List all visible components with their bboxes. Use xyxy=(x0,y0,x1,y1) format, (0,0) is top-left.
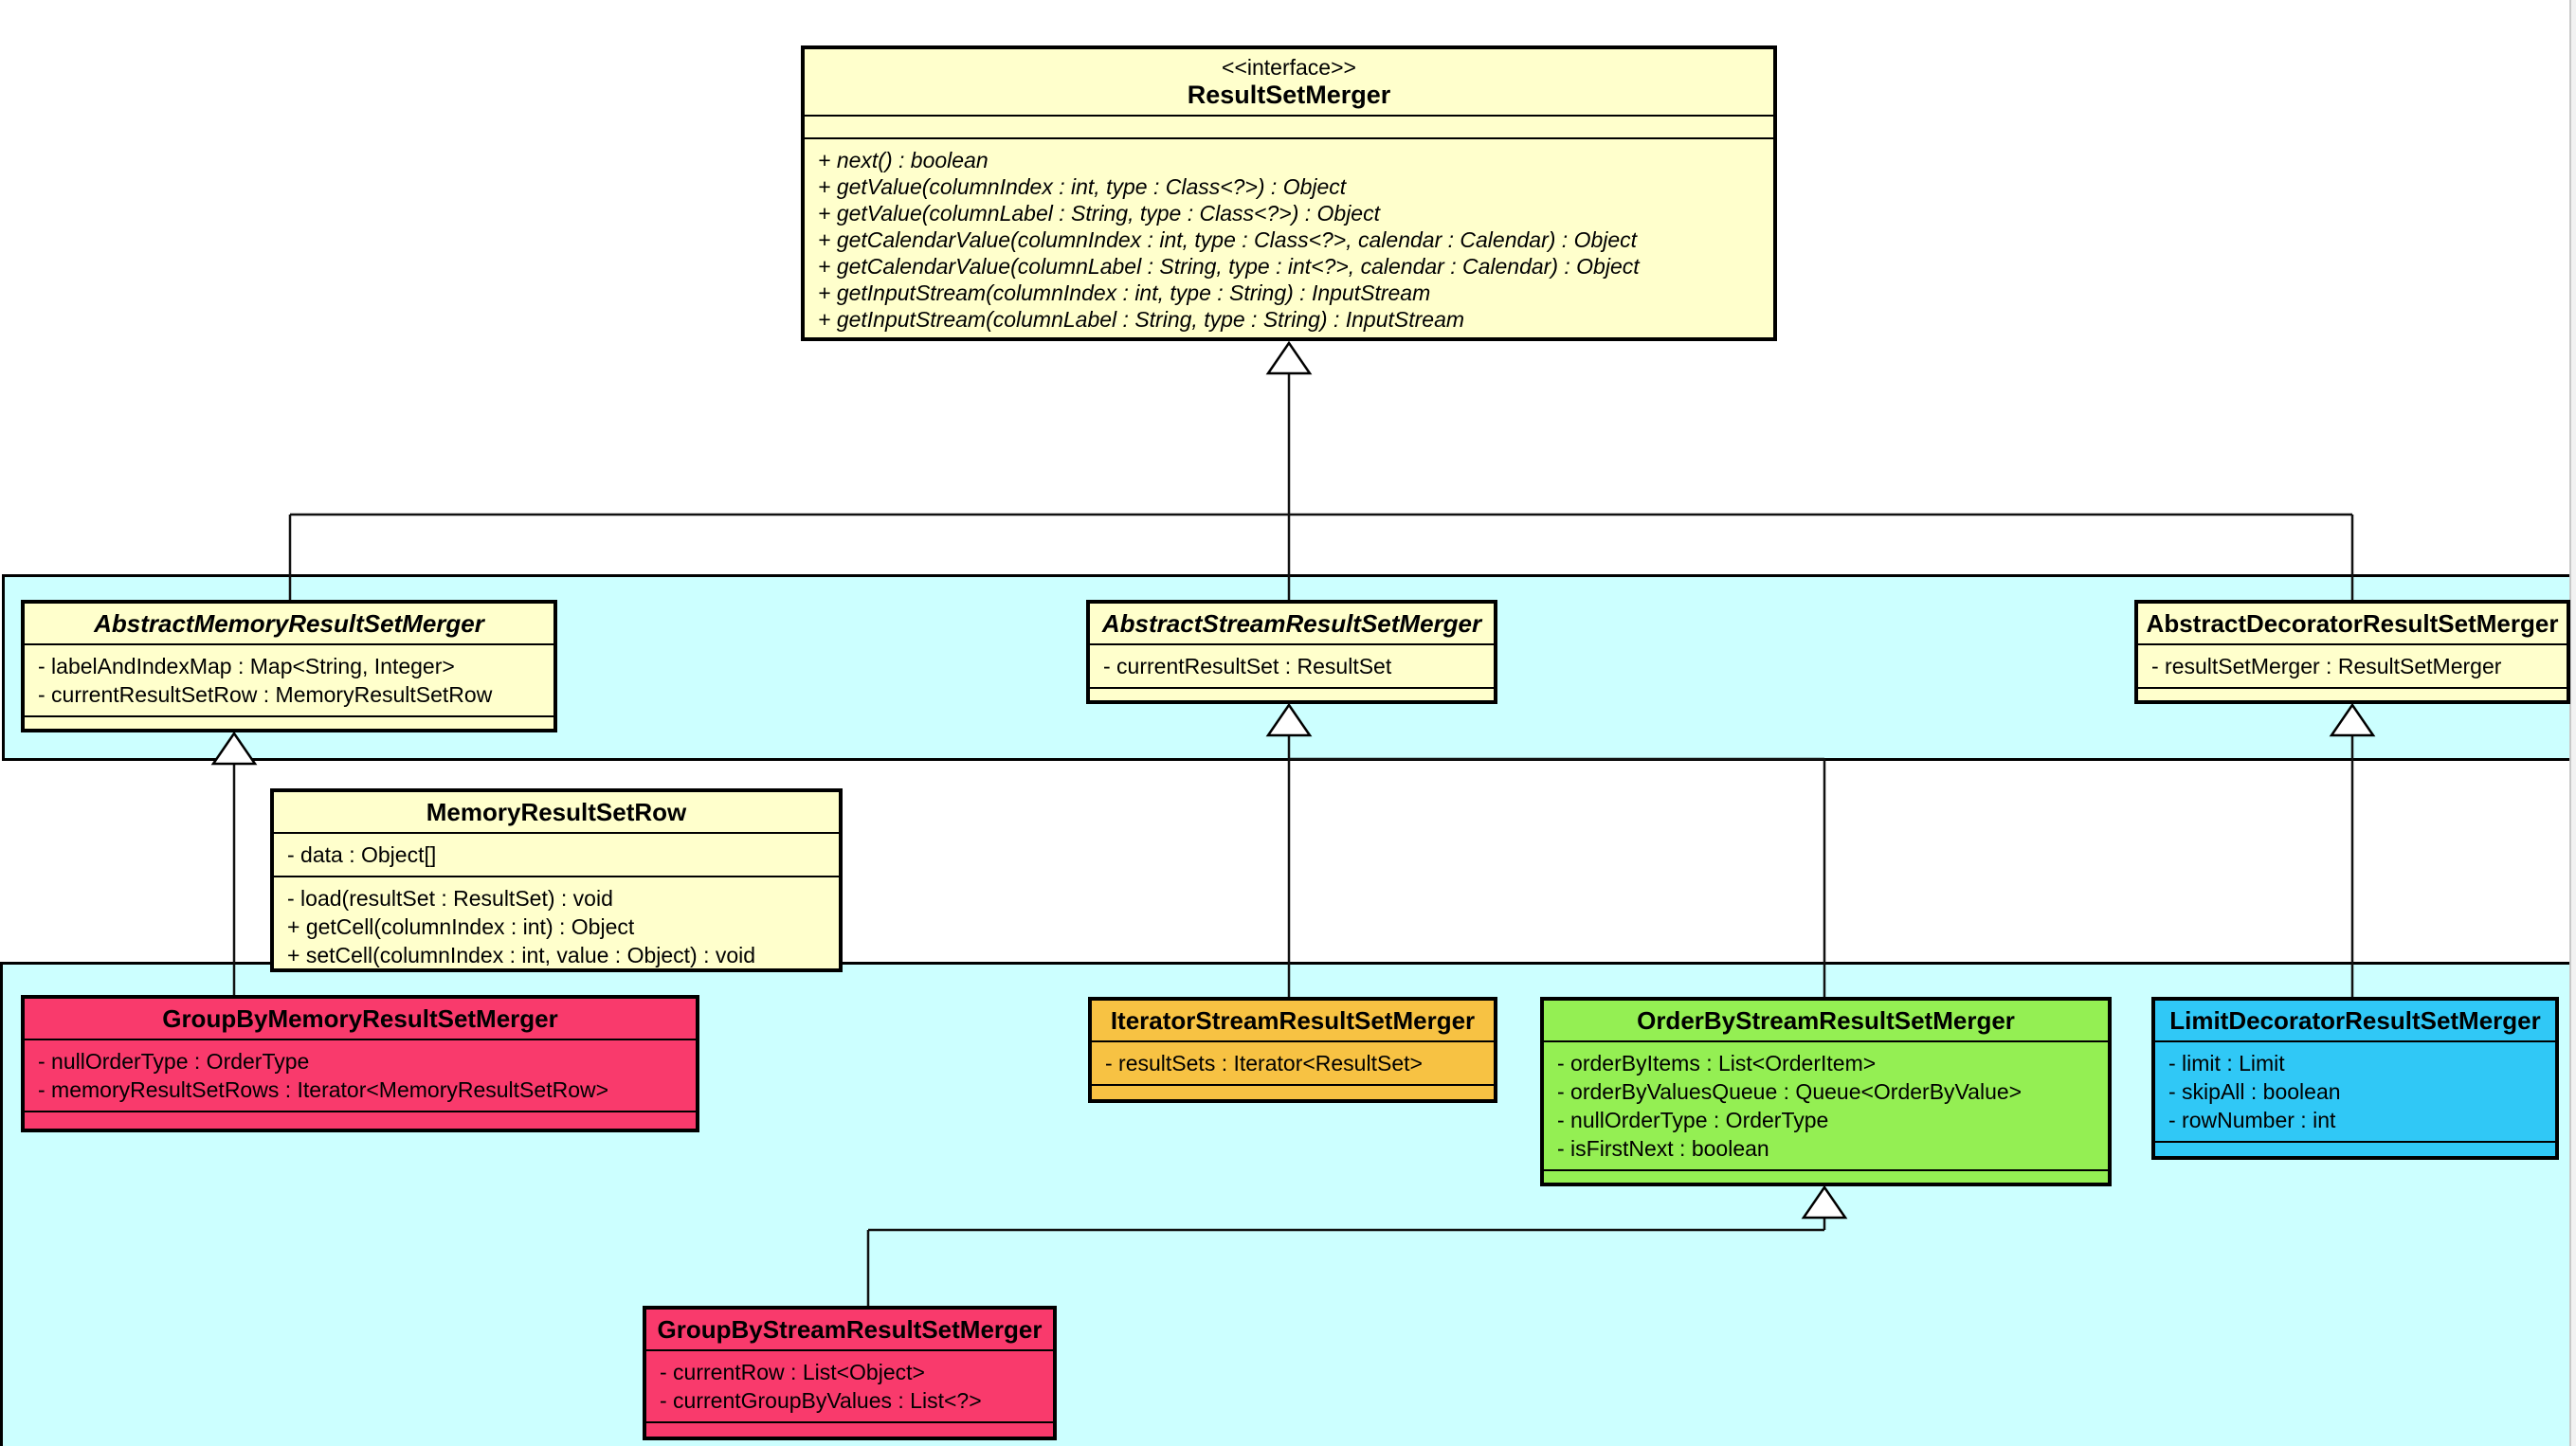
attributes-compartment: - resultSets : Iterator<ResultSet> xyxy=(1092,1042,1494,1086)
method: + getCalendarValue(columnLabel : String,… xyxy=(818,254,1640,279)
attributes-compartment: - nullOrderType : OrderType - memoryResu… xyxy=(25,1040,696,1112)
class-name: MemoryResultSetRow xyxy=(274,792,839,834)
attribute: - rowNumber : int xyxy=(2168,1108,2336,1132)
method: + setCell(columnIndex : int, value : Obj… xyxy=(287,943,756,967)
class-name: LimitDecoratorResultSetMerger xyxy=(2155,1001,2555,1042)
method: + getValue(columnIndex : int, type : Cla… xyxy=(818,174,1347,199)
attributes-compartment-empty xyxy=(805,117,1773,139)
methods-compartment-empty xyxy=(1090,689,1494,700)
class-name: AbstractStreamResultSetMerger xyxy=(1090,604,1494,645)
method: + next() : boolean xyxy=(818,148,989,172)
attributes-compartment: - orderByItems : List<OrderItem> - order… xyxy=(1544,1042,2108,1171)
class-title: <<interface>> ResultSetMerger xyxy=(805,49,1773,117)
methods-compartment-empty xyxy=(2138,689,2567,700)
methods-compartment-empty xyxy=(1092,1086,1494,1099)
method: + getCalendarValue(columnIndex : int, ty… xyxy=(818,227,1638,252)
method: + getInputStream(columnLabel : String, t… xyxy=(818,307,1465,332)
class-box-orderbystreamresultsetmerger: OrderByStreamResultSetMerger - orderByIt… xyxy=(1540,997,2112,1186)
generalization-arrowhead xyxy=(1801,1184,1848,1220)
attributes-compartment: - labelAndIndexMap : Map<String, Integer… xyxy=(25,645,553,717)
class-box-iteratorstreamresultsetmerger: IteratorStreamResultSetMerger - resultSe… xyxy=(1088,997,1497,1103)
class-name: OrderByStreamResultSetMerger xyxy=(1544,1001,2108,1042)
attribute: - currentGroupByValues : List<?> xyxy=(660,1388,982,1413)
window-edge xyxy=(2569,0,2576,1446)
class-name: GroupByStreamResultSetMerger xyxy=(646,1310,1053,1351)
class-box-limitdecoratorresultsetmerger: LimitDecoratorResultSetMerger - limit : … xyxy=(2151,997,2559,1160)
attribute: - nullOrderType : OrderType xyxy=(1557,1108,1829,1132)
class-name: AbstractDecoratorResultSetMerger xyxy=(2138,604,2567,645)
class-name: GroupByMemoryResultSetMerger xyxy=(25,999,696,1040)
methods-compartment-empty xyxy=(646,1423,1053,1437)
attributes-compartment: - limit : Limit - skipAll : boolean - ro… xyxy=(2155,1042,2555,1143)
attribute: - orderByValuesQueue : Queue<OrderByValu… xyxy=(1557,1079,2023,1104)
attributes-compartment: - currentResultSet : ResultSet xyxy=(1090,645,1494,689)
attribute: - memoryResultSetRows : Iterator<MemoryR… xyxy=(38,1077,609,1102)
methods-compartment-empty xyxy=(1544,1171,2108,1183)
attributes-compartment: - data : Object[] xyxy=(274,834,839,877)
method: + getInputStream(columnIndex : int, type… xyxy=(818,280,1431,305)
method: + getValue(columnLabel : String, type : … xyxy=(818,201,1380,226)
class-box-abstractdecoratorresultsetmerger: AbstractDecoratorResultSetMerger - resul… xyxy=(2134,600,2570,704)
attribute: - orderByItems : List<OrderItem> xyxy=(1557,1051,1877,1075)
attribute: - resultSetMerger : ResultSetMerger xyxy=(2151,654,2502,678)
attribute: - currentRow : List<Object> xyxy=(660,1360,925,1384)
class-name: ResultSetMerger xyxy=(1187,81,1391,109)
attribute: - nullOrderType : OrderType xyxy=(38,1049,310,1074)
class-name: IteratorStreamResultSetMerger xyxy=(1092,1001,1494,1042)
methods-compartment: - load(resultSet : ResultSet) : void + g… xyxy=(274,877,839,968)
methods-compartment: + next() : boolean + getValue(columnInde… xyxy=(805,139,1773,337)
attribute: - data : Object[] xyxy=(287,842,437,867)
attribute: - limit : Limit xyxy=(2168,1051,2285,1075)
methods-compartment-empty xyxy=(25,1112,696,1129)
attributes-compartment: - currentRow : List<Object> - currentGro… xyxy=(646,1351,1053,1423)
attribute: - isFirstNext : boolean xyxy=(1557,1136,1769,1161)
class-box-memoryresultsetrow: MemoryResultSetRow - data : Object[] - l… xyxy=(270,788,843,972)
class-box-abstractmemoryresultsetmerger: AbstractMemoryResultSetMerger - labelAnd… xyxy=(21,600,557,732)
class-box-groupbystreamresultsetmerger: GroupByStreamResultSetMerger - currentRo… xyxy=(643,1306,1057,1440)
method: + getCell(columnIndex : int) : Object xyxy=(287,914,635,939)
class-box-groupbymemoryresultsetmerger: GroupByMemoryResultSetMerger - nullOrder… xyxy=(21,995,699,1132)
generalization-arrowhead xyxy=(1265,340,1313,375)
generalization-arrowhead xyxy=(1265,702,1313,737)
attribute: - skipAll : boolean xyxy=(2168,1079,2341,1104)
class-box-abstractstreamresultsetmerger: AbstractStreamResultSetMerger - currentR… xyxy=(1086,600,1497,704)
attribute: - resultSets : Iterator<ResultSet> xyxy=(1105,1051,1423,1075)
generalization-arrowhead xyxy=(210,731,258,766)
methods-compartment-empty xyxy=(2155,1143,2555,1156)
stereotype: <<interface>> xyxy=(1222,55,1356,80)
methods-compartment-empty xyxy=(25,717,553,729)
method: - load(resultSet : ResultSet) : void xyxy=(287,886,613,911)
attributes-compartment: - resultSetMerger : ResultSetMerger xyxy=(2138,645,2567,689)
class-name: AbstractMemoryResultSetMerger xyxy=(25,604,553,645)
class-box-resultsetmerger: <<interface>> ResultSetMerger + next() :… xyxy=(801,45,1777,341)
generalization-arrowhead xyxy=(2329,702,2376,737)
attribute: - currentResultSet : ResultSet xyxy=(1103,654,1392,678)
attribute: - currentResultSetRow : MemoryResultSetR… xyxy=(38,682,493,707)
attribute: - labelAndIndexMap : Map<String, Integer… xyxy=(38,654,455,678)
